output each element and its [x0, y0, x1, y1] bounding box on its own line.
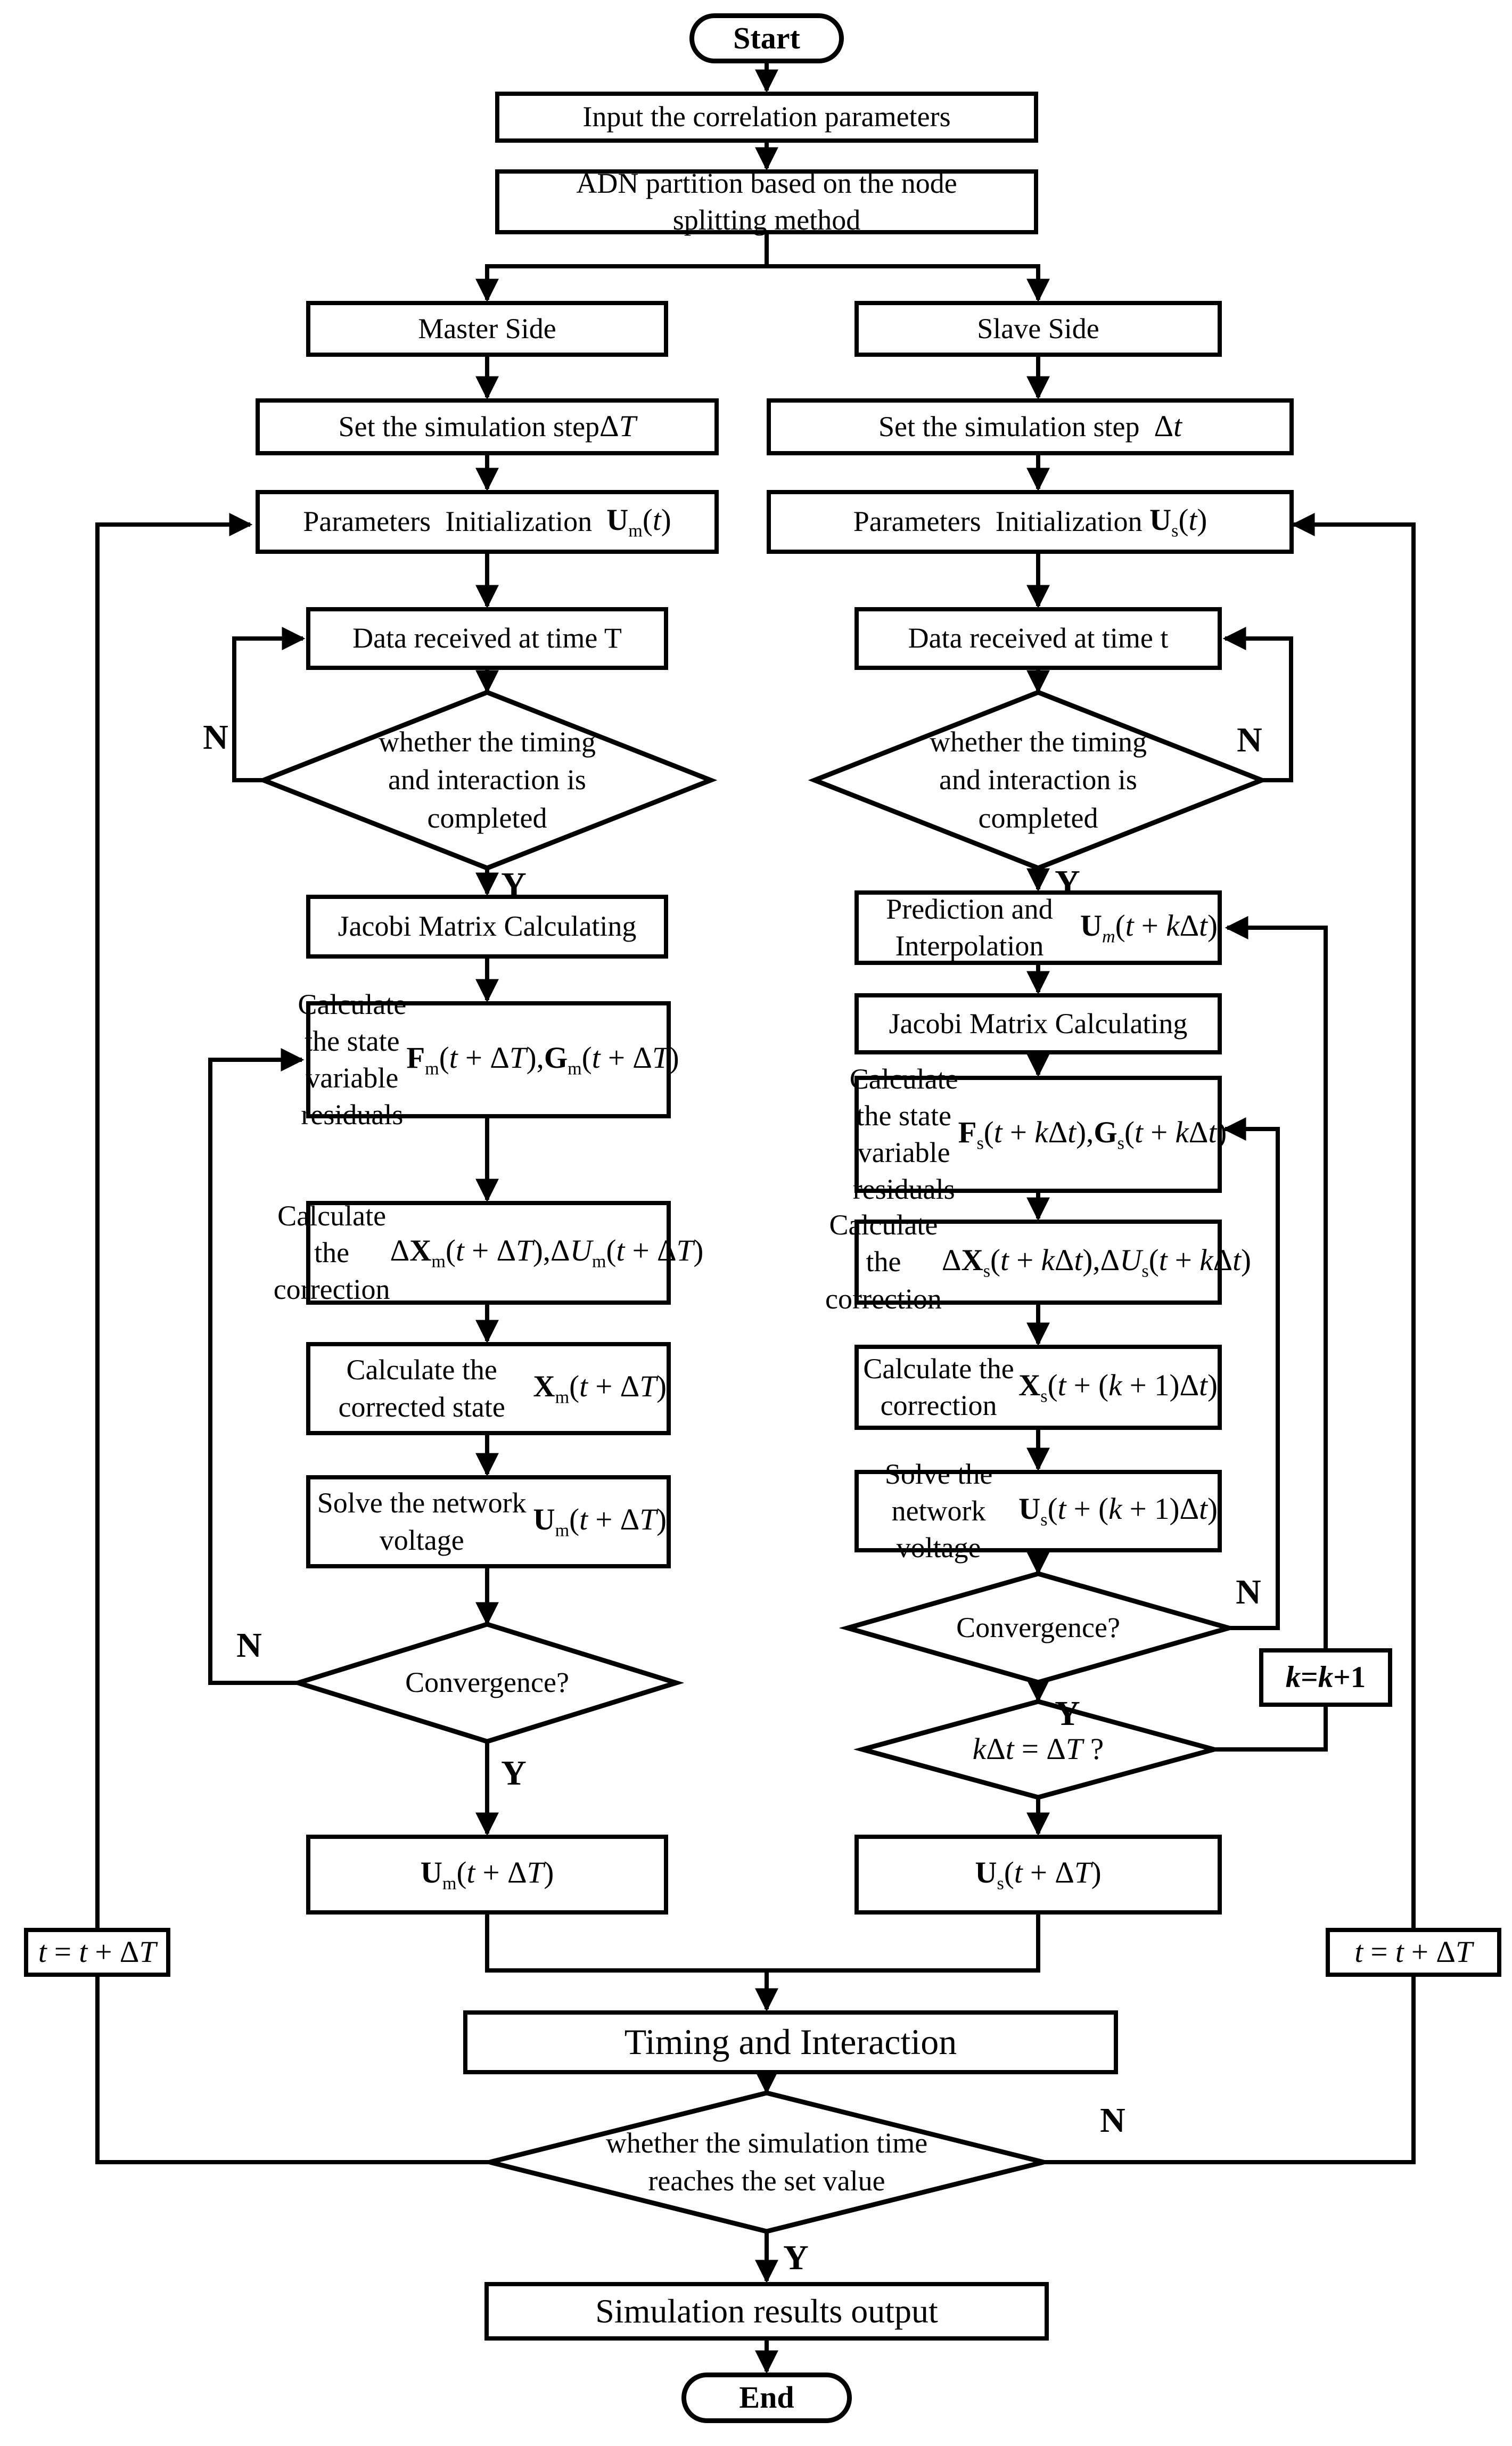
branch-y-timing-master: Y: [501, 865, 527, 904]
node-data-received-master: Data received at time T: [306, 607, 668, 670]
node-jacobi-slave: Jacobi Matrix Calculating: [854, 993, 1222, 1054]
branch-n-timing-slave: N: [1237, 721, 1262, 759]
decision-shapes: [257, 690, 1269, 2234]
decision-convergence-slave-shape: [839, 1571, 1238, 1685]
branch-y-convergence-slave: Y: [1055, 1694, 1080, 1733]
branch-n-sim-time: N: [1100, 2101, 1125, 2140]
node-start: Start: [689, 13, 844, 63]
connector-lines: [95, 63, 1416, 2374]
node-um-final: Um(t + ΔT): [306, 1835, 668, 1915]
node-us-final: Us(t + ΔT): [854, 1835, 1222, 1915]
node-sim-output: Simulation results output: [484, 2282, 1049, 2341]
node-set-step-master: Set the simulation step ΔT: [256, 398, 719, 455]
decision-kdt-shape: [853, 1699, 1223, 1800]
node-data-received-slave: Data received at time t: [854, 607, 1222, 670]
branch-y-convergence-master: Y: [501, 1754, 527, 1793]
node-input-params: Input the correlation parameters: [495, 92, 1038, 143]
node-timing-interaction: Timing and Interaction: [463, 2010, 1118, 2074]
node-master-side: Master Side: [306, 301, 668, 357]
decision-kdt-label: kΔt = ΔT ?: [972, 1732, 1104, 1766]
branch-y-sim-time: Y: [783, 2238, 809, 2277]
branch-n-convergence-slave: N: [1236, 1573, 1261, 1611]
decision-convergence-slave-label: Convergence?: [956, 1611, 1120, 1644]
node-t-increment-right: t = t + ΔT: [1326, 1928, 1501, 1977]
decision-sim-time-shape: [489, 2090, 1045, 2234]
branch-n-convergence-master: N: [236, 1626, 262, 1665]
node-params-init-master: Parameters Initialization Um(t): [256, 490, 719, 554]
branch-y-timing-slave: Y: [1055, 863, 1080, 902]
node-jacobi-master: Jacobi Matrix Calculating: [306, 895, 668, 959]
decision-timing-master-shape: [257, 690, 718, 871]
decision-convergence-master-shape: [290, 1622, 685, 1744]
node-params-init-slave: Parameters Initialization Us(t): [767, 490, 1294, 554]
node-end: End: [681, 2373, 852, 2423]
node-slave-side: Slave Side: [854, 301, 1222, 357]
node-k-increment: k=k+1: [1259, 1648, 1392, 1707]
branch-n-timing-master: N: [203, 718, 228, 757]
decision-convergence-master-label: Convergence?: [405, 1666, 569, 1699]
node-set-step-slave: Set the simulation step Δt: [767, 398, 1294, 455]
node-t-increment-left: t = t + ΔT: [24, 1928, 170, 1977]
decision-timing-slave-shape: [808, 690, 1269, 871]
